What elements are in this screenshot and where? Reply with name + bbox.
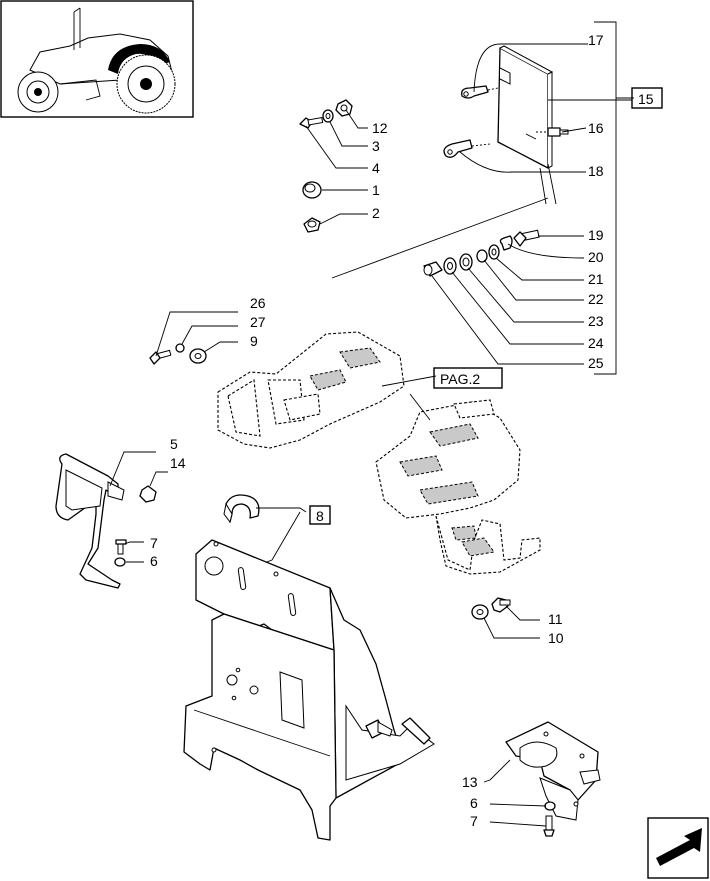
small-parts-upper [299,99,353,233]
callout-12: 12 [372,120,388,136]
plate-assembly-15 [443,45,569,169]
bolt-washer-11-10 [471,597,511,620]
callout-7-upper: 7 [150,535,158,551]
callout-18: 18 [588,163,604,179]
callout-pag2: PAG.2 [440,371,480,387]
main-support-bracket [183,539,435,841]
callout-6-lower: 6 [470,795,478,811]
callout-22: 22 [588,291,604,307]
callout-26: 26 [250,295,266,311]
callout-24: 24 [588,335,604,351]
callout-7-lower: 7 [470,813,478,829]
callout-box-pag2 [433,367,503,389]
callout-5: 5 [170,436,178,452]
callout-box-15 [631,87,663,109]
callout-13: 13 [462,774,478,790]
highlighted-fender [108,44,170,74]
callout-6-upper: 6 [150,553,158,569]
tractor-thumbnail [0,0,194,118]
callout-27: 27 [250,314,266,330]
callout-20: 20 [588,249,604,265]
fastener-group-26 [149,343,207,365]
clamp-8 [223,494,260,524]
callout-11: 11 [548,611,563,627]
callout-10: 10 [548,630,564,646]
callout-17: 17 [588,32,604,48]
callout-8: 8 [316,508,324,524]
callout-15: 15 [638,91,654,107]
callout-box-8 [309,505,331,525]
callout-25: 25 [588,355,604,371]
mount-13 [505,721,601,837]
small-bolt-7a [114,539,127,567]
callout-9: 9 [250,333,258,349]
group-15-bracket [594,21,634,375]
fastener-row [423,229,540,277]
callout-1: 1 [372,182,380,198]
next-page-arrow-icon[interactable] [647,817,709,879]
callout-14: 14 [170,455,186,471]
callout-labels: 17 15 16 18 12 3 4 1 2 19 20 21 22 23 24… [150,32,663,829]
callout-3: 3 [372,138,380,154]
handle-bracket-5 [55,453,157,589]
callout-19: 19 [588,227,604,243]
callout-21: 21 [588,271,604,287]
callout-2: 2 [372,205,380,221]
callout-16: 16 [588,120,604,136]
reference-assembly-pag2 [217,331,541,575]
callout-4: 4 [372,160,380,176]
callout-23: 23 [588,313,604,329]
